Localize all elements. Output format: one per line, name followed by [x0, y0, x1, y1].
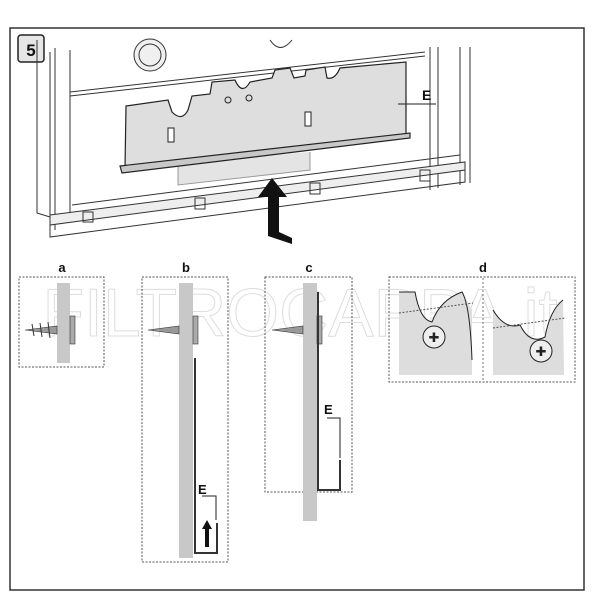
screw-head-icon: ✚	[536, 344, 547, 359]
up-arrow-icon	[202, 520, 212, 547]
detail-label-a: a	[58, 260, 66, 275]
bracket-label-c: E	[324, 402, 333, 417]
plate-label-e: E	[422, 87, 431, 103]
detail-b: E	[141, 276, 229, 563]
detail-label-b: b	[182, 260, 190, 275]
screw-icon	[24, 321, 58, 339]
figure-frame	[9, 27, 585, 591]
step-number: 5	[26, 41, 35, 60]
detail-d: ✚ ✚	[388, 276, 576, 383]
plate-e: E	[119, 61, 436, 174]
detail-c: E	[264, 276, 353, 521]
detail-a	[18, 276, 105, 368]
detail-label-d: d	[479, 260, 487, 275]
insert-arrow-icon	[258, 178, 292, 244]
bracket-label-b: E	[198, 482, 207, 497]
step-badge: 5	[17, 34, 45, 63]
screw-head-icon: ✚	[429, 330, 440, 345]
detail-label-c: c	[305, 260, 312, 275]
watermark: FILTROCAPPA.it	[42, 275, 557, 351]
